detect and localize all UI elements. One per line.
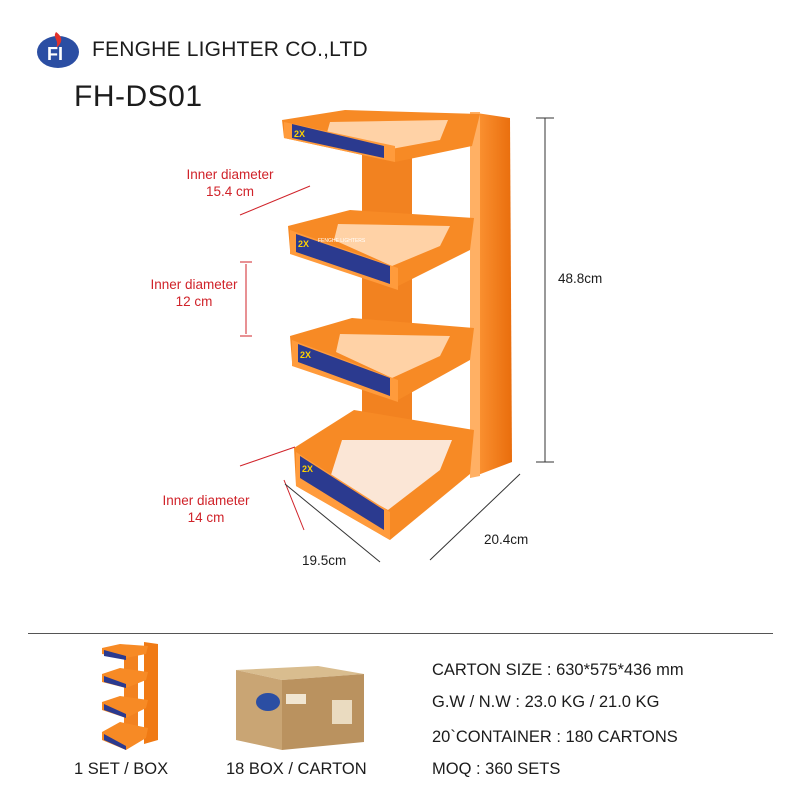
carton-thumbnail [236, 666, 364, 750]
company-name: FENGHE LIGHTER CO.,LTD [92, 38, 368, 61]
top-inner-label: Inner diameter [186, 167, 274, 182]
bottom-inner-label: Inner diameter [162, 493, 250, 508]
bottom-inner-leader [239, 446, 296, 467]
display-rack-illustration: 2X 2X 2X 2X FENGHE LIGHTERS [239, 110, 554, 563]
rack-tier-4-base [294, 410, 474, 540]
tier-1-badge: 2X [294, 129, 305, 139]
inner-diameter-lines [239, 185, 311, 531]
rack-tier-1 [282, 110, 480, 162]
svg-text:FI: FI [47, 44, 63, 64]
bottom-inner-value: 14 cm [187, 510, 225, 525]
container-spec: 20`CONTAINER : 180 CARTONS [432, 728, 678, 746]
rack-back-post [470, 112, 512, 478]
tier-2-badge: 2X [298, 239, 309, 249]
rack-tier-3 [290, 318, 474, 402]
weight-spec: G.W / N.W : 23.0 KG / 21.0 KG [432, 693, 660, 711]
set-caption: 1 SET / BOX [74, 760, 169, 778]
moq-spec: MOQ : 360 SETS [432, 760, 561, 778]
width-dimension: 19.5cm [302, 553, 347, 568]
bottom-inner-annotation: Inner diameter 14 cm [148, 492, 264, 526]
rack-thumbnail [102, 642, 158, 750]
top-inner-value: 15.4 cm [205, 184, 255, 199]
depth-line [429, 473, 521, 561]
mid-inner-value: 12 cm [175, 294, 213, 309]
bottom-inner-line [283, 479, 305, 531]
tier-4-badge: 2X [302, 464, 313, 474]
model-number: FH-DS01 [74, 80, 203, 113]
width-line [284, 483, 381, 563]
mid-inner-annotation: Inner diameter 12 cm [136, 276, 252, 310]
carton-caption: 18 BOX / CARTON [226, 760, 367, 778]
rack-center-column [362, 150, 412, 460]
top-inner-leader [239, 185, 311, 216]
section-divider [28, 633, 773, 634]
dimension-lines [284, 117, 554, 563]
height-dimension: 48.8cm [558, 271, 603, 286]
mid-inner-label: Inner diameter [150, 277, 238, 292]
tier-2-brand: FENGHE LIGHTERS [318, 238, 366, 244]
fenghe-logo-icon: FI [37, 32, 79, 68]
carton-size-spec: CARTON SIZE : 630*575*436 mm [432, 661, 684, 679]
rack-tier-2 [288, 210, 474, 290]
depth-dimension: 20.4cm [484, 532, 529, 547]
tier-3-badge: 2X [300, 350, 311, 360]
top-inner-annotation: Inner diameter 15.4 cm [172, 166, 288, 200]
